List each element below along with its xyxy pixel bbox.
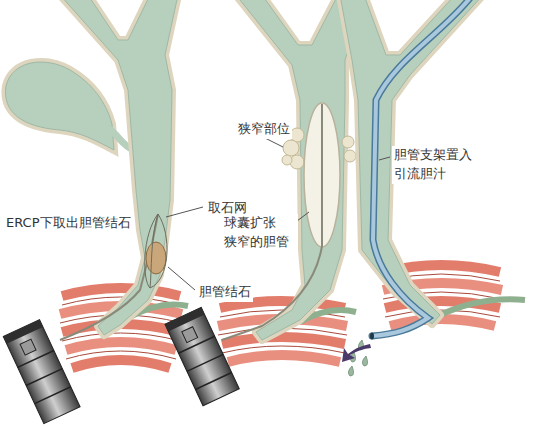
bile-stone bbox=[146, 242, 166, 274]
endoscope bbox=[165, 307, 239, 405]
gallbladder bbox=[5, 62, 114, 150]
duodenum-folds bbox=[222, 337, 345, 344]
duodenum-folds bbox=[220, 301, 345, 308]
endoscope bbox=[18, 350, 71, 403]
leader-lines bbox=[297, 212, 309, 221]
endoscope bbox=[20, 339, 36, 355]
stricture-tissue bbox=[344, 150, 356, 162]
duodenum-folds bbox=[390, 319, 495, 326]
pancreatic-duct bbox=[438, 299, 525, 316]
bile-duct bbox=[60, 0, 178, 335]
endoscope bbox=[3, 320, 80, 424]
duodenum-folds bbox=[72, 360, 170, 368]
bile-duct bbox=[60, 0, 178, 335]
bile-duct bbox=[340, 0, 483, 324]
endoscope bbox=[178, 336, 231, 389]
catheter bbox=[60, 214, 158, 340]
stricture-tissue bbox=[282, 155, 292, 165]
endoscope bbox=[165, 307, 239, 405]
stone-basket bbox=[145, 214, 167, 288]
bile-duct bbox=[340, 0, 483, 324]
duodenum-folds bbox=[62, 288, 180, 296]
stricture-tissue bbox=[283, 140, 299, 156]
part-label: 胆管结石 bbox=[197, 283, 253, 302]
leader-lines bbox=[166, 137, 390, 290]
bile-drops bbox=[348, 366, 353, 376]
leader-lines bbox=[168, 267, 195, 290]
endoscope bbox=[165, 307, 205, 331]
bile-duct bbox=[340, 0, 483, 324]
biliary-stent bbox=[370, 333, 374, 340]
part-label: ERCP下取出胆管结石 bbox=[4, 214, 133, 233]
part-label: 胆管支架置入 引流胆汁 bbox=[392, 146, 480, 184]
bile-drops bbox=[362, 356, 367, 366]
duodenum-folds bbox=[228, 355, 340, 362]
stricture-tissue bbox=[342, 136, 354, 148]
catheter bbox=[222, 104, 322, 340]
part-label: 球囊扩张 狭窄的胆管 bbox=[222, 214, 298, 252]
part-label: 狭窄部位 bbox=[236, 120, 292, 139]
gallbladder bbox=[5, 62, 134, 150]
endoscope bbox=[182, 327, 198, 343]
bile-duct bbox=[60, 0, 178, 335]
endoscope bbox=[3, 320, 80, 424]
gallbladder bbox=[5, 62, 114, 150]
duodenum-folds bbox=[66, 342, 176, 350]
endoscope bbox=[3, 320, 43, 344]
leader-lines bbox=[379, 157, 390, 160]
flow-arrow bbox=[342, 344, 371, 362]
leader-lines bbox=[166, 207, 203, 217]
